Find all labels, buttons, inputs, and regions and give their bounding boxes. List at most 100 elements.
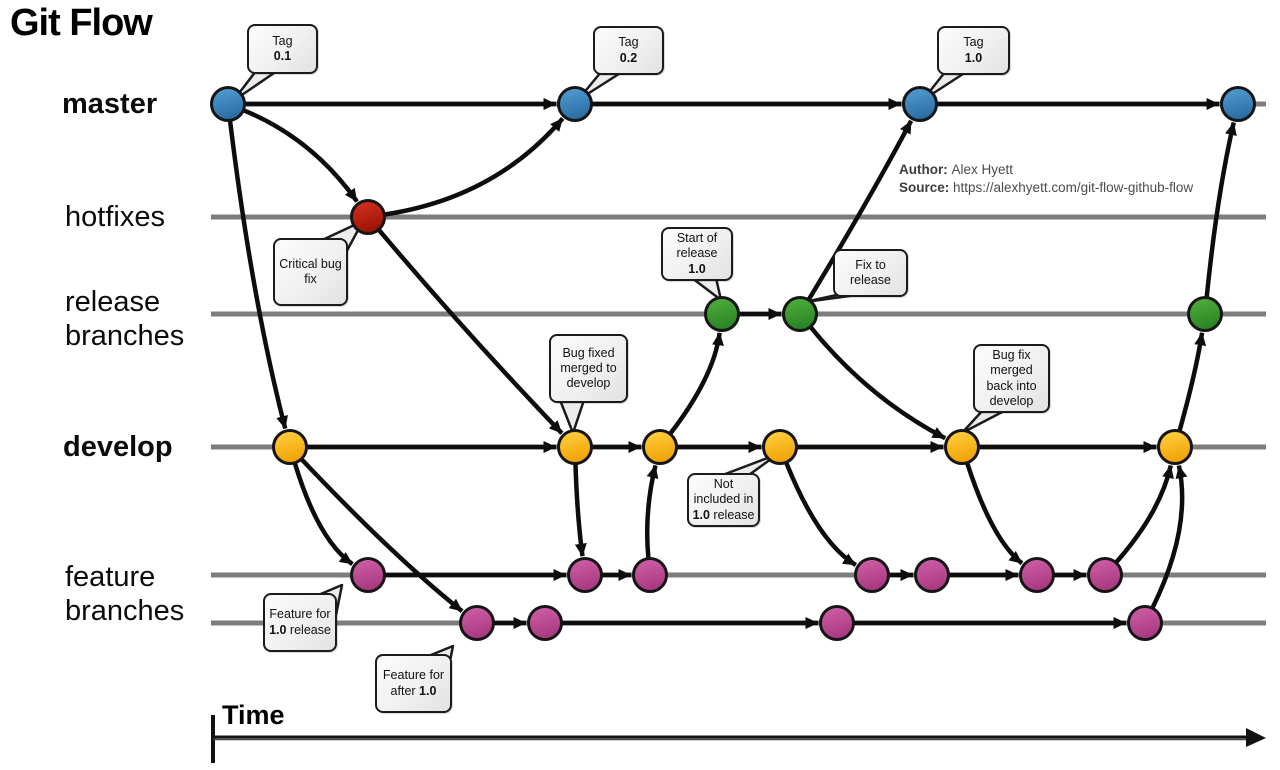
callout-line: Critical bug — [279, 256, 342, 271]
commit-d3 — [642, 429, 678, 465]
edge-d5-f1f — [964, 462, 1024, 566]
commit-f1a — [350, 557, 386, 593]
author-note-line: Author: Alex Hyett — [899, 162, 1014, 177]
commit-f1c — [632, 557, 668, 593]
author-note-line: Source: https://alexhyett.com/git-flow-g… — [899, 179, 1194, 195]
edge-h1-d2 — [376, 228, 564, 435]
callout-line: back into — [986, 378, 1037, 393]
commit-d1 — [272, 429, 308, 465]
branch-label-master: master — [62, 87, 157, 121]
branch-label-line: hotfixes — [65, 201, 165, 233]
commit-f2b — [527, 605, 563, 641]
commit-r2 — [782, 296, 818, 332]
callout-line: after 1.0 — [390, 683, 437, 698]
callout-line: Not — [713, 477, 734, 492]
commit-h1 — [350, 199, 386, 235]
edge-f1c-d3 — [644, 464, 659, 559]
commit-f1e — [914, 557, 950, 593]
page-title: Git Flow — [10, 2, 153, 44]
edge-m1-h1 — [242, 108, 359, 203]
callout-line: release — [850, 273, 891, 287]
callout-line: 1.0 — [688, 261, 706, 276]
branch-label-line: develop — [63, 431, 173, 463]
edge-d1-f2a — [299, 457, 464, 613]
commit-m2 — [557, 86, 593, 122]
edge-d6-r3 — [1177, 332, 1207, 432]
edge-d4-f1d — [784, 461, 857, 568]
callout-line: release — [676, 246, 718, 261]
callout-line: 0.2 — [619, 50, 638, 65]
edge-r3-m4 — [1204, 122, 1237, 298]
callout-line: Tag — [618, 35, 639, 50]
edge-d1-f1a — [292, 462, 354, 566]
edge-f2d-d6 — [1150, 465, 1188, 610]
commit-f2c — [819, 605, 855, 641]
callout-line: develop — [989, 393, 1034, 408]
callout-line: develop — [566, 376, 611, 391]
branch-label-develop: develop — [63, 430, 173, 464]
edge-f1g-d6 — [1114, 465, 1174, 565]
commit-r1 — [704, 296, 740, 332]
callout-line: merged — [990, 363, 1033, 378]
time-axis-arrow-icon — [1246, 728, 1266, 747]
time-axis-label: Time — [222, 700, 285, 730]
edge-h1-m2 — [383, 117, 565, 217]
callout-line: Tag — [272, 33, 293, 48]
callout-line: 1.0 release — [692, 507, 755, 522]
branch-label-line: branches — [65, 595, 185, 627]
branch-label-line: master — [62, 88, 158, 120]
time-axis — [211, 715, 1266, 763]
branch-label-line: branches — [65, 320, 185, 352]
callout-tail-bug-fix-merged-back — [960, 408, 1008, 435]
callout-line: Feature for — [269, 607, 331, 622]
edge-d2-f1b — [573, 463, 587, 557]
commit-m1 — [210, 86, 246, 122]
commit-d6 — [1157, 429, 1193, 465]
commit-f2d — [1127, 605, 1163, 641]
branch-label-hotfixes: hotfixes — [65, 200, 165, 234]
commit-f2a — [459, 605, 495, 641]
commit-f1g — [1087, 557, 1123, 593]
callout-line: fix — [304, 272, 317, 286]
commit-d2 — [557, 429, 593, 465]
edge-d3-r1 — [668, 332, 724, 436]
callout-line: merged to — [560, 360, 617, 375]
commit-f1b — [567, 557, 603, 593]
edge-m1-d1 — [227, 120, 288, 430]
callout-tail-bug-fixed-merged — [558, 398, 586, 435]
commit-f1d — [854, 557, 890, 593]
callout-line: 0.1 — [273, 49, 292, 63]
commit-d4 — [762, 429, 798, 465]
commit-f1f — [1019, 557, 1055, 593]
callout-line: Bug fixed — [562, 345, 615, 360]
callout-line: Start of — [676, 231, 718, 246]
commit-r3 — [1187, 296, 1223, 332]
edge-r2-m3 — [806, 119, 914, 302]
callout-line: Feature for — [382, 668, 445, 683]
callout-line: Fix to — [855, 257, 886, 272]
edge-r2-d5 — [808, 325, 947, 441]
branch-label-line: feature — [65, 561, 156, 593]
commit-m4 — [1220, 86, 1256, 122]
callout-line: Bug fix — [992, 348, 1031, 363]
commit-d5 — [944, 429, 980, 465]
callout-line: 1.0 release — [269, 622, 331, 637]
callout-line: 1.0 — [964, 50, 983, 65]
callout-tail-start-of-release — [690, 276, 723, 302]
callout-line: included in — [693, 492, 754, 507]
